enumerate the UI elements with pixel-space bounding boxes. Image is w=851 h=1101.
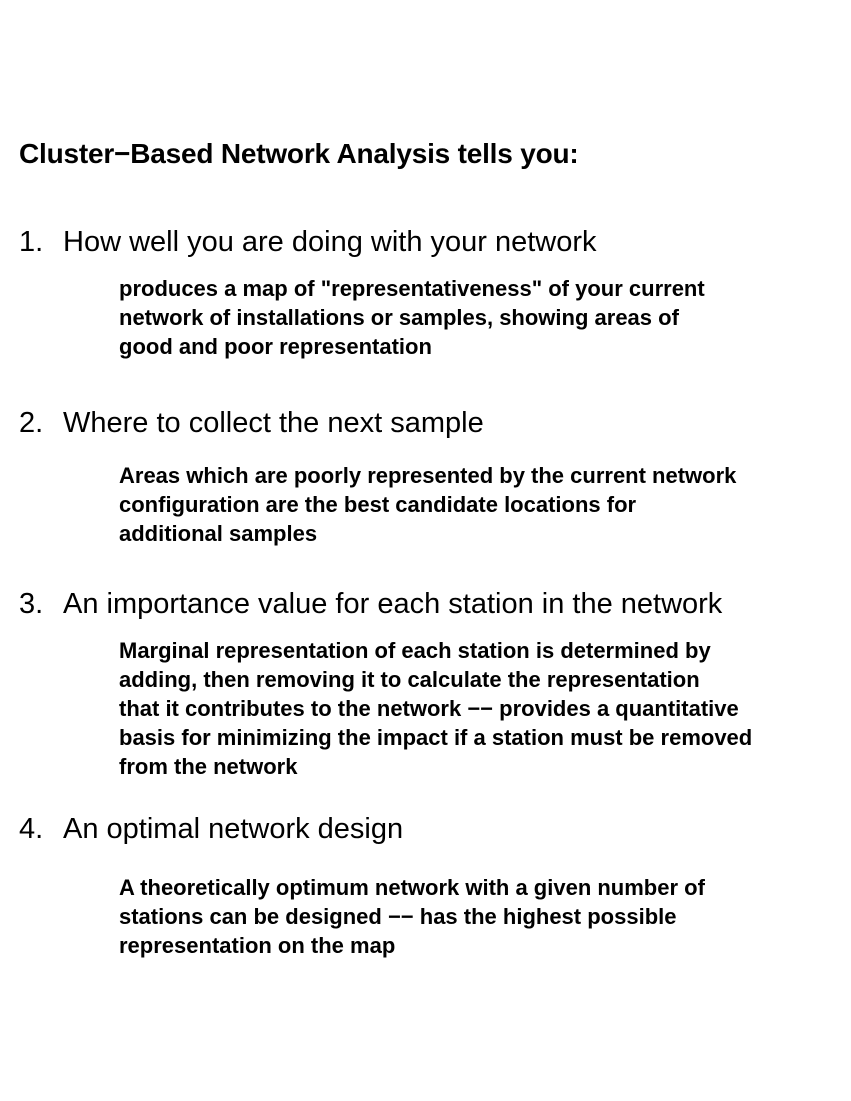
description-line: basis for minimizing the impact if a sta… (119, 725, 753, 750)
item-description-1: produces a map of "representativeness" o… (119, 274, 844, 361)
description-line: Areas which are poorly represented by th… (119, 463, 737, 488)
description-line: Marginal representation of each station … (119, 638, 711, 663)
description-line: from the network (119, 754, 298, 779)
item-description-2: Areas which are poorly represented by th… (119, 461, 844, 548)
item-heading-3: 3. An importance value for each station i… (19, 587, 722, 621)
description-line: A theoretically optimum network with a g… (119, 875, 705, 900)
item-heading-4: 4. An optimal network design (19, 812, 403, 846)
item-heading-2: 2. Where to collect the next sample (19, 406, 484, 440)
description-line: that it contributes to the network −− pr… (119, 696, 739, 721)
item-description-3: Marginal representation of each station … (119, 636, 844, 781)
item-description-4: A theoretically optimum network with a g… (119, 873, 844, 960)
page-title: Cluster−Based Network Analysis tells you… (19, 138, 579, 169)
description-line: additional samples (119, 521, 318, 546)
item-heading-text: How well you are doing with your network (63, 226, 597, 258)
item-heading-text: An optimal network design (63, 813, 404, 845)
description-line: good and poor representation (119, 334, 432, 359)
description-line: representation on the map (119, 933, 396, 958)
item-heading-text: An importance value for each station in … (63, 588, 723, 620)
item-number: 3. (19, 588, 44, 620)
description-line: stations can be designed −− has the high… (119, 904, 677, 929)
item-number: 1. (19, 226, 44, 258)
description-line: configuration are the best candidate loc… (119, 492, 637, 517)
description-line: adding, then removing it to calculate th… (119, 667, 700, 692)
item-number: 4. (19, 813, 44, 845)
description-line: network of installations or samples, sho… (119, 305, 679, 330)
item-number: 2. (19, 407, 44, 439)
item-heading-text: Where to collect the next sample (63, 407, 484, 439)
description-line: produces a map of "representativeness" o… (119, 276, 705, 301)
item-heading-1: 1. How well you are doing with your netwo… (19, 225, 597, 259)
